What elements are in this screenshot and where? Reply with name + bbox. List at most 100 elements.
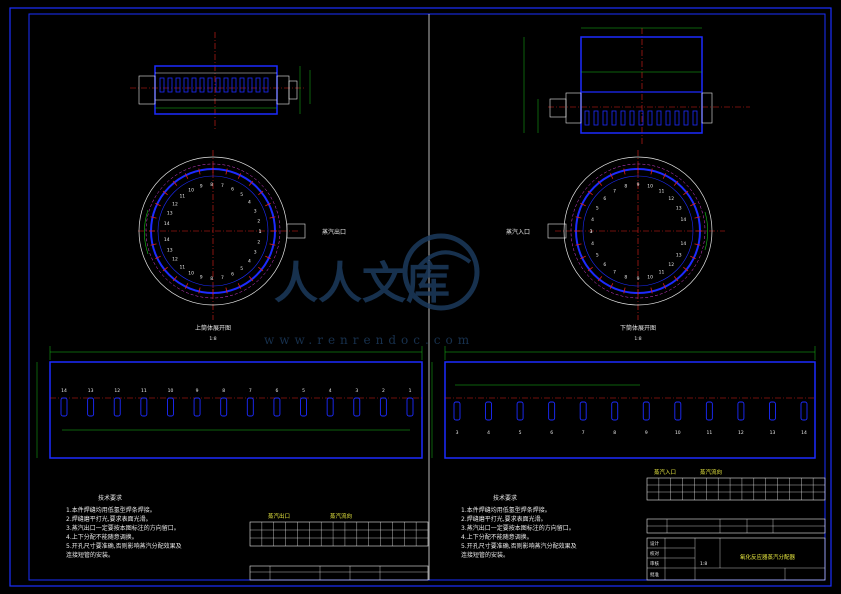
upper-technical-requirements: 技术要求 1.本件焊缝均用低氢型焊条焊接。 2.焊缝磨平打光,要求表面光滑。 3… — [66, 494, 182, 559]
upper-hole-number: 8 — [210, 182, 213, 188]
lower-strip-hole — [611, 401, 619, 421]
upper-hole-tick — [162, 266, 168, 272]
lower-distribution-table: 蒸汽入口 蒸汽流向 — [646, 468, 826, 501]
upper-plan-title: 上筒体展开图 — [195, 324, 231, 332]
upper-hole-tick — [248, 276, 254, 282]
steam-inlet-label: 蒸汽入口 — [506, 228, 530, 236]
lower-strip-hole — [769, 401, 776, 421]
upper-hole-number: 12 — [172, 257, 178, 263]
upper-tech-note: 1.本件焊缝均用低氢型焊条焊接。 — [66, 506, 156, 514]
upper-strip-hole — [113, 397, 121, 417]
lower-hole-number: 13 — [676, 206, 682, 212]
upper-strip-hole — [167, 397, 174, 417]
lower-hole-tick — [690, 202, 696, 207]
lower-hole-tick — [673, 276, 679, 282]
lower-hole-number: 11 — [659, 188, 665, 194]
lower-hole-number: 5 — [596, 206, 599, 212]
lower-table-header: 蒸汽入口 — [654, 468, 676, 476]
upper-tech-note: 3.蒸汽出口一定要按本图标注的方向留口。 — [66, 524, 180, 532]
upper-hole-number: 9 — [200, 184, 203, 190]
upper-hole-number: 12 — [172, 201, 178, 207]
upper-hole-tick — [184, 283, 189, 289]
upper-strip-hole — [406, 397, 414, 417]
lower-hole-tick — [694, 243, 701, 246]
lower-hole-number: 14 — [681, 217, 687, 223]
lower-strip-hole — [516, 401, 524, 421]
upper-hole-number: 7 — [221, 275, 224, 281]
upper-tech-note: 2.焊缝磨平打光,要求表面光滑。 — [66, 515, 152, 523]
lower-hole-number: 9 — [637, 276, 640, 282]
lower-hole-number: 8 — [624, 274, 627, 280]
upper-hole-tick — [172, 276, 178, 282]
upper-strip-hole — [353, 397, 361, 417]
lower-hole-tick — [597, 180, 603, 186]
lower-hole-number: 10 — [647, 274, 653, 280]
lower-hole-number: 3 — [590, 229, 593, 235]
lower-strip-hole — [737, 401, 745, 421]
upper-hole-number: 7 — [221, 183, 224, 189]
upper-strip-hole — [300, 397, 307, 417]
upper-strip-hole — [273, 397, 281, 417]
upper-strip-number: 9 — [196, 388, 199, 394]
upper-strip-hole — [379, 397, 387, 417]
lower-hole-tick — [623, 287, 626, 294]
upper-hole-tick — [258, 266, 264, 272]
upper-strip-hole — [326, 397, 334, 417]
upper-hole-tick — [225, 287, 228, 294]
upper-strip-number: 6 — [275, 388, 278, 394]
upper-plan-scale: 1:8 — [209, 336, 216, 342]
upper-strip-number: 14 — [61, 388, 67, 394]
lower-strip-hole — [485, 401, 492, 421]
lower-hole-tick — [662, 173, 667, 179]
upper-cylinder-side-view — [130, 32, 311, 130]
upper-hole-number: 13 — [167, 247, 173, 253]
lower-hole-tick — [575, 243, 582, 246]
title-row-label: 批准 — [650, 571, 659, 578]
upper-strip-number: 13 — [88, 388, 94, 394]
title-row-label: 设计 — [650, 540, 659, 547]
lower-strip-hole — [548, 401, 556, 421]
upper-hole-number: 2 — [257, 240, 260, 246]
lower-hole-number: 6 — [603, 262, 606, 268]
upper-strip-number: 10 — [168, 388, 174, 394]
lower-strip-hole — [579, 401, 587, 421]
upper-hole-number: 8 — [210, 276, 213, 282]
lower-strip-number: 12 — [738, 430, 744, 436]
upper-hole-tick — [237, 173, 242, 179]
upper-hole-tick — [172, 180, 178, 186]
lower-hole-number: 6 — [603, 196, 606, 202]
title-row-label: 校对 — [650, 550, 659, 557]
lower-tech-note: 5.开孔尺寸要准确,否则影响蒸汽分配效果及 — [461, 542, 577, 550]
lower-hole-tick — [683, 266, 689, 272]
upper-hole-number: 9 — [200, 274, 203, 280]
upper-hole-tick — [150, 243, 157, 246]
lower-strip-number: 13 — [770, 430, 776, 436]
upper-hole-tick — [150, 216, 157, 219]
upper-hole-tick — [184, 173, 189, 179]
lower-strip-number: 3 — [456, 430, 459, 436]
upper-tech-note: 5.开孔尺寸要准确,否则影响蒸汽分配效果及 — [66, 542, 182, 550]
upper-hole-tick — [269, 243, 276, 246]
lower-strip-hole — [453, 401, 461, 421]
lower-plan-title: 下筒体展开图 — [620, 324, 656, 332]
lower-hole-tick — [609, 173, 614, 179]
outer-border — [9, 7, 832, 587]
lower-hole-number: 14 — [681, 241, 687, 247]
upper-hole-tick — [258, 190, 264, 196]
lower-strip-number: 10 — [675, 430, 681, 436]
upper-tech-note: 连接短管的安装。 — [66, 551, 114, 559]
upper-strip-hole — [246, 397, 254, 417]
lower-strip-hole — [705, 401, 713, 421]
lower-hole-tick — [580, 202, 586, 207]
lower-hole-number: 4 — [591, 241, 594, 247]
lower-tech-note: 4.上下分配不能随意调换。 — [461, 533, 533, 541]
lower-cylinder-side-view — [523, 27, 750, 145]
upper-hole-number: 10 — [188, 271, 194, 277]
upper-hole-number: 14 — [164, 221, 170, 227]
upper-hole-number: 4 — [248, 259, 251, 265]
upper-distribution-table: 蒸汽出口 蒸汽流向 — [249, 512, 429, 581]
lower-strip-number: 7 — [582, 430, 585, 436]
